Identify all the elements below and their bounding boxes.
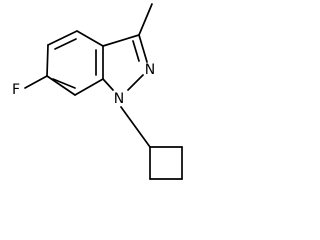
molecule-structure-diagram: N N F bbox=[12, 3, 183, 180]
bond-c5-c6 bbox=[46, 44, 49, 77]
bond-c6-c7-inner bbox=[52, 78, 76, 89]
bond-methyl bbox=[138, 3, 153, 36]
substituents bbox=[24, 3, 153, 148]
bond-c3-n2-inner bbox=[132, 40, 140, 62]
bond-c4-c5 bbox=[47, 30, 78, 46]
bond-n1-c7a bbox=[102, 78, 114, 91]
atom-f-label: F bbox=[12, 82, 20, 98]
pyrazole-ring bbox=[102, 34, 148, 91]
bond-c3-n2 bbox=[138, 34, 148, 63]
bond-c3a-c4 bbox=[76, 30, 104, 47]
cyclobutyl-ring bbox=[149, 146, 183, 180]
benzene-ring bbox=[46, 30, 104, 96]
atom-n1-label: N bbox=[114, 91, 124, 107]
bond-c6-f bbox=[24, 75, 48, 89]
bond-c3a-c3 bbox=[102, 34, 140, 47]
atom-labels: N N F bbox=[12, 62, 155, 107]
bond-n2-n1 bbox=[127, 74, 144, 91]
bond-c4-c5-inner bbox=[54, 38, 77, 50]
bond-n1-cyclobutyl bbox=[120, 106, 151, 148]
atom-n2-label: N bbox=[145, 62, 155, 78]
bond-c6-c7 bbox=[46, 75, 76, 96]
bond-c7-c7a bbox=[74, 78, 104, 96]
